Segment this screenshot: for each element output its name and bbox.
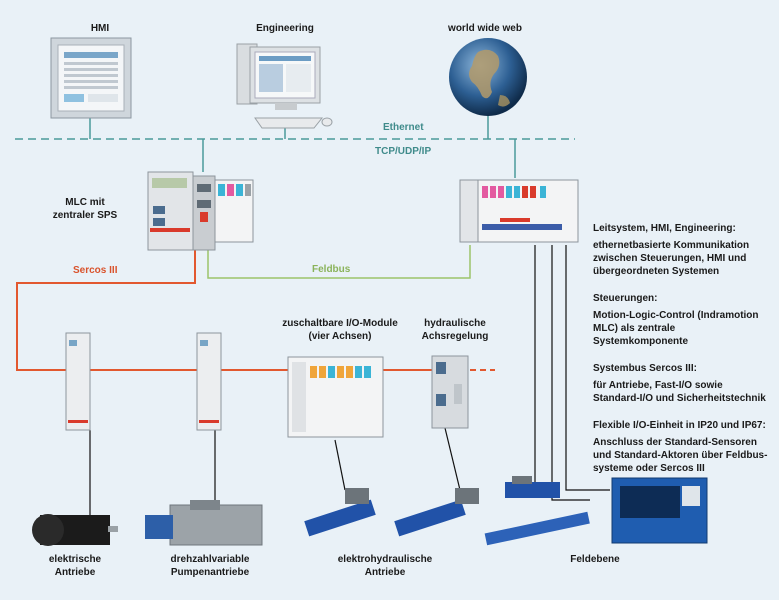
servo-motor-icon	[32, 514, 118, 546]
side-block-line: zwischen Steuerungen, HMI und	[593, 253, 747, 264]
pump-drives-label: drehzahlvariable Pumpenantriebe	[170, 554, 250, 578]
mlc-controller-icon	[147, 171, 254, 251]
globe-icon	[449, 38, 527, 116]
side-block-line: systeme oder Sercos III	[593, 463, 705, 474]
hydraulic-controller-icon	[431, 355, 469, 429]
mlc-label: MLC mit zentraler SPS	[52, 197, 118, 221]
ethernet-label: Ethernet	[383, 122, 424, 133]
side-block-line: und Standard-Aktoren über Feldbus-	[593, 450, 768, 461]
side-description: Leitsystem, HMI, Engineering: ethernetbas…	[593, 222, 773, 489]
side-block: Flexible I/O-Einheit in IP20 und IP67: An…	[593, 419, 773, 475]
side-block-line: Motion-Logic-Control (Indramotion	[593, 310, 759, 321]
side-block-line: Standard-I/O und Sicherheitstechnik	[593, 393, 766, 404]
switchable-io-icon	[287, 356, 384, 438]
side-block: Steuerungen: Motion-Logic-Control (Indram…	[593, 292, 773, 348]
pump-motor-icon	[145, 500, 263, 546]
servo-drive-2-icon	[196, 332, 222, 431]
remote-io-icon	[459, 179, 579, 243]
side-block-line: Anschluss der Standard-Sensoren	[593, 437, 757, 448]
feldbus-line	[207, 245, 471, 279]
side-block-title: Leitsystem, HMI, Engineering:	[593, 223, 736, 234]
side-block-line: für Antriebe, Fast-I/O sowie	[593, 380, 723, 391]
side-block-line: ethernetbasierte Kommunikation	[593, 240, 750, 251]
side-block-line: übergeordneten Systemen	[593, 266, 720, 277]
side-block-title: Flexible I/O-Einheit in IP20 und IP67:	[593, 420, 766, 431]
valve-icon	[505, 476, 560, 498]
hydraulic-cylinder-3-icon	[484, 511, 590, 546]
engineering-label: Engineering	[256, 23, 314, 34]
electric-drives-label: elektrische Antriebe	[48, 554, 102, 578]
field-level-label: Feldebene	[570, 554, 620, 565]
tcp-label: TCP/UDP/IP	[375, 146, 432, 157]
hydraulic-cylinder-2-icon	[394, 488, 479, 537]
side-block: Systembus Sercos III: für Antriebe, Fast-…	[593, 362, 773, 405]
www-label: world wide web	[448, 23, 522, 34]
hydraulic-cylinder-1-icon	[304, 488, 376, 537]
side-block-title: Systembus Sercos III:	[593, 363, 697, 374]
side-block: Leitsystem, HMI, Engineering: ethernetbas…	[593, 222, 773, 278]
servo-drive-1-icon	[65, 332, 91, 431]
io-modules-label: zuschaltbare I/O-Module (vier Achsen)	[282, 318, 398, 342]
hydraulic-power-unit-icon	[611, 477, 708, 544]
engineering-pc-icon	[236, 43, 333, 129]
electrohydraulic-label: elektrohydraulische Antriebe	[337, 554, 433, 578]
hydraulic-control-label: hydraulische Achsregelung	[421, 318, 489, 342]
side-block-title: Steuerungen:	[593, 293, 658, 304]
sercos-label: Sercos III	[73, 265, 118, 276]
hmi-panel-icon	[50, 37, 132, 119]
side-block-line: MLC) als zentrale Systemkomponente	[593, 323, 689, 347]
field-cables	[89, 245, 610, 515]
hmi-label: HMI	[90, 23, 110, 34]
feldbus-label: Feldbus	[312, 264, 351, 275]
ethernet-bus	[15, 115, 575, 178]
